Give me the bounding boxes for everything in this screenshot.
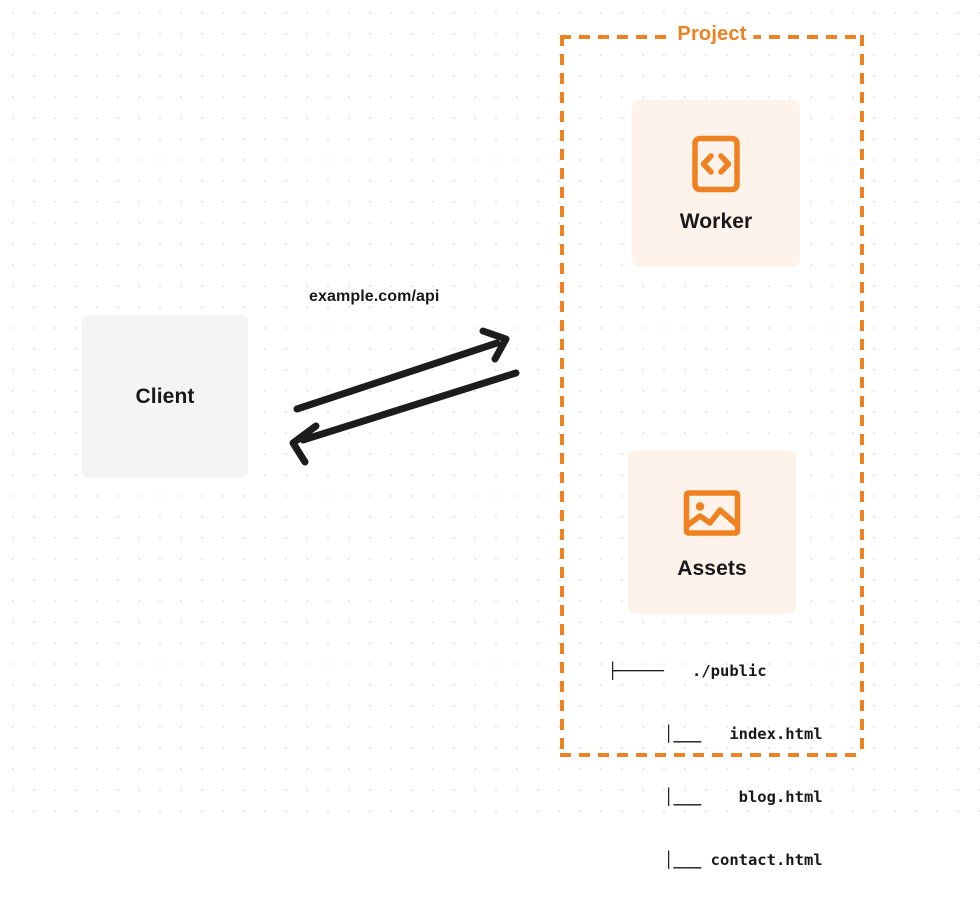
file-tree-row: │___ contact.html <box>608 851 823 869</box>
request-arrow <box>293 327 510 413</box>
assets-file-tree: ├───── ./public │___ index.html │___ blo… <box>608 619 853 913</box>
project-group: Project Worker Assets ├───── ./public │_… <box>560 23 864 869</box>
response-arrow <box>289 369 520 466</box>
file-tree-row: ├───── ./public <box>608 662 767 680</box>
diagram-canvas: Client example.com/api Project Worke <box>0 0 980 869</box>
project-group-title: Project <box>670 23 754 46</box>
api-endpoint-label: example.com/api <box>309 288 440 305</box>
worker-node[interactable]: Worker <box>632 100 800 267</box>
file-tree-row: │___ index.html <box>608 725 823 743</box>
assets-node[interactable]: Assets <box>628 450 796 614</box>
assets-node-label: Assets <box>677 557 747 580</box>
image-icon <box>683 490 741 536</box>
client-node-label: Client <box>135 384 195 408</box>
worker-node-label: Worker <box>679 209 753 233</box>
code-brackets-icon <box>692 135 740 192</box>
project-border-left <box>560 35 564 757</box>
file-tree-row: │___ blog.html <box>608 788 823 806</box>
client-node[interactable]: Client <box>82 315 248 478</box>
project-border-bottom <box>560 753 864 757</box>
project-border-right <box>860 35 864 757</box>
